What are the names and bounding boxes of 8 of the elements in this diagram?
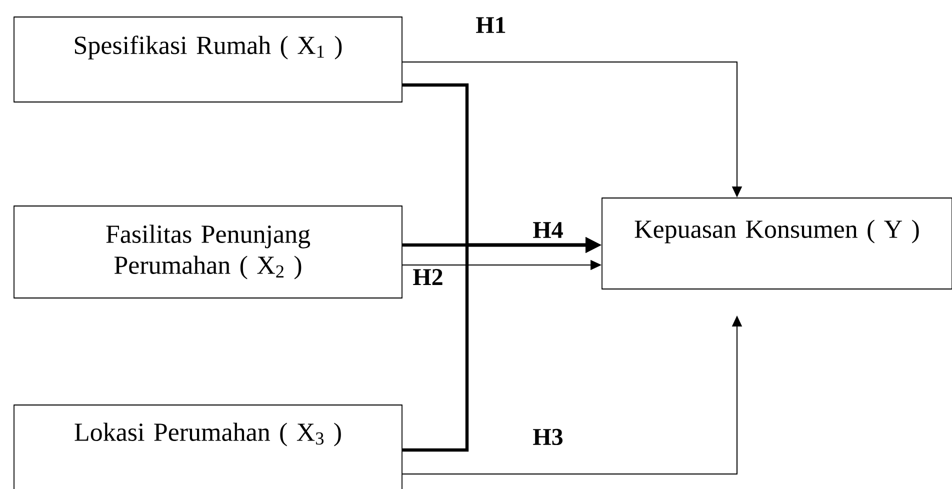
variable-box: Kepuasan Konsumen ( Y )	[602, 198, 952, 290]
edge-label: H1	[476, 17, 506, 33]
variable-box: Lokasi Perumahan ( X$_{3}$ )	[14, 404, 402, 489]
edge-label: H3	[533, 428, 563, 446]
edge-label: H4	[533, 222, 563, 238]
edge-label: H2	[413, 269, 442, 285]
variable-box: Spesifikasi Rumah ( X$_{1}$ )	[14, 16, 402, 102]
variable-box: Fasilitas Penunjang Perumahan ( X$_{2}$ )	[14, 206, 402, 298]
